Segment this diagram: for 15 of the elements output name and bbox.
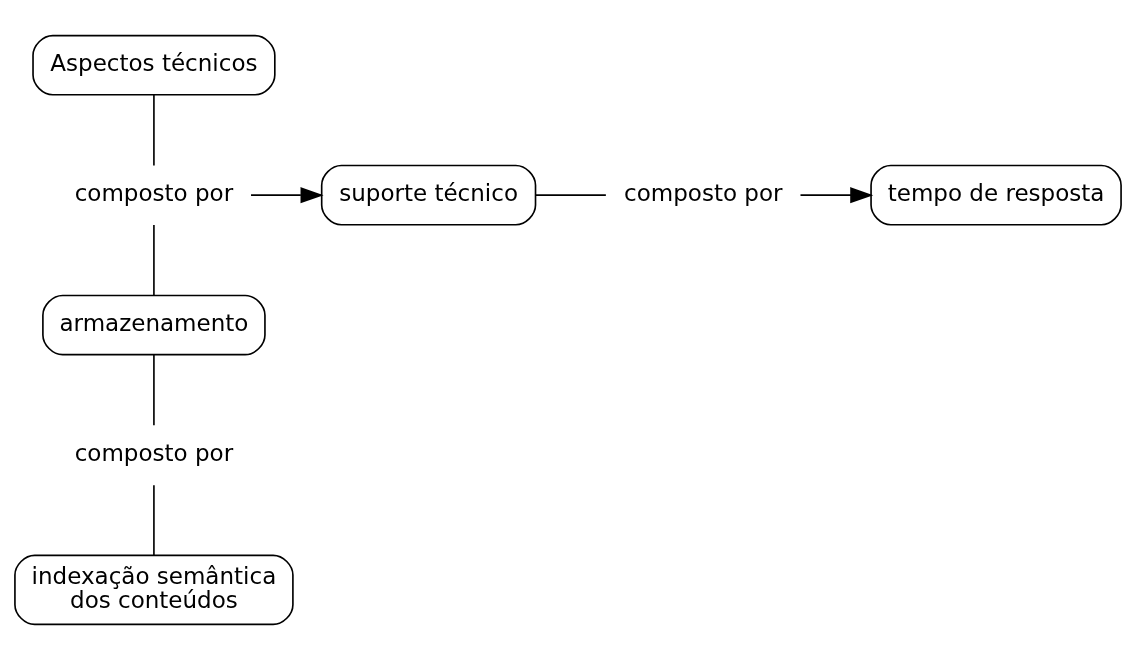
node-box: indexação semântica dos conteúdos (14, 554, 294, 625)
connector (153, 93, 155, 166)
node-text: composto por (74, 179, 234, 206)
connector (153, 353, 155, 426)
arrow (250, 186, 324, 203)
arrow (799, 186, 874, 203)
connector (153, 483, 155, 556)
node-box: suporte técnico (320, 164, 537, 226)
node-text: composto por (74, 439, 234, 466)
node-box: Aspectos técnicos (32, 34, 276, 96)
connector (535, 193, 607, 196)
node-box: tempo de resposta (870, 164, 1122, 226)
node-box: armazenamento (42, 294, 266, 355)
connector (153, 223, 155, 296)
node-text: composto por (624, 179, 783, 206)
